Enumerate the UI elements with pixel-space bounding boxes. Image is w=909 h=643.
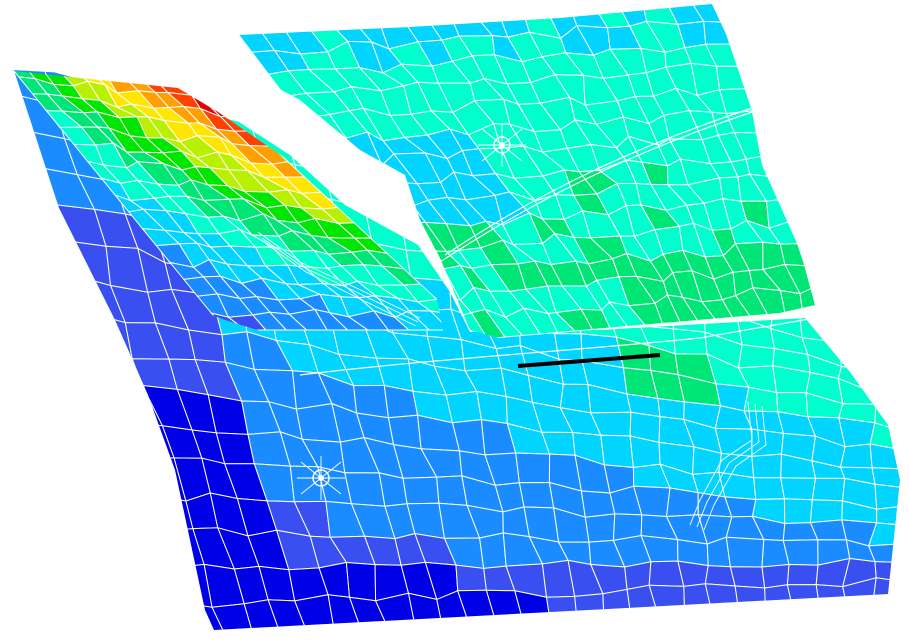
mesh-element — [782, 539, 819, 566]
mesh-element — [353, 164, 395, 190]
mesh-element — [871, 467, 900, 489]
mesh-element — [580, 490, 616, 518]
mesh-element — [476, 390, 508, 425]
mesh-element — [351, 184, 387, 213]
mesh-element — [867, 333, 900, 357]
mesh-element — [672, 328, 708, 355]
mesh-element — [334, 162, 376, 190]
mesh-element — [831, 280, 872, 308]
mesh-element — [545, 595, 578, 621]
mesh-element — [876, 505, 900, 526]
mesh-element — [68, 240, 112, 287]
mesh-element — [799, 287, 815, 313]
mesh-element — [5, 70, 37, 80]
mesh-element — [836, 325, 870, 354]
mesh-element — [665, 487, 699, 518]
mesh-element — [868, 290, 900, 320]
mesh-element — [677, 560, 709, 587]
mesh-element — [786, 563, 819, 586]
mesh-element — [704, 583, 740, 612]
mesh-element — [831, 302, 870, 336]
mesh-element — [839, 443, 873, 469]
mesh-element — [737, 344, 776, 369]
mesh-element — [745, 154, 776, 178]
mesh-element — [600, 434, 634, 469]
mesh-element — [867, 352, 900, 376]
bolt-hole-upper — [478, 123, 526, 167]
crack-line — [517, 353, 661, 368]
mesh-element — [798, 310, 843, 343]
mesh-element — [602, 588, 632, 618]
mesh-element — [811, 477, 846, 502]
mesh-element — [809, 499, 844, 524]
mesh-element — [584, 513, 616, 543]
mesh-element — [373, 181, 415, 213]
mesh-element — [874, 483, 900, 510]
mesh-element — [554, 333, 583, 362]
mesh-element — [718, 176, 742, 202]
mesh-element — [657, 397, 685, 420]
mesh-element — [518, 481, 555, 509]
mesh-element — [364, 179, 403, 224]
bolt-hole-lower-left — [297, 456, 345, 500]
mesh-element — [387, 414, 422, 450]
mesh-element — [345, 561, 377, 602]
mesh-element — [783, 498, 813, 525]
mesh-element — [729, 566, 766, 589]
upper-left-flap — [5, 70, 455, 331]
mesh-element — [869, 443, 900, 470]
stiffener-left — [257, 231, 421, 327]
mesh-element — [479, 532, 507, 569]
mesh-element — [872, 577, 900, 603]
mesh-element — [761, 563, 790, 589]
mesh-element — [815, 584, 847, 606]
mesh-element — [725, 536, 765, 568]
mesh-element — [317, 137, 355, 166]
mesh-element — [753, 477, 785, 501]
mesh-element — [838, 417, 876, 448]
mesh-element — [294, 594, 336, 630]
panel-seams — [299, 107, 816, 376]
mesh-element — [751, 453, 783, 479]
mesh-element — [445, 390, 482, 424]
mesh-element — [868, 371, 900, 395]
mesh-element — [574, 593, 605, 620]
mesh-element — [515, 452, 551, 484]
mesh-element — [455, 564, 487, 592]
mesh-element — [780, 477, 817, 501]
mesh-element — [867, 522, 900, 547]
mesh-element — [648, 584, 686, 615]
mesh-element — [734, 585, 766, 610]
stiffener-right — [689, 401, 767, 531]
mesh-element — [344, 472, 386, 507]
mesh-element — [751, 428, 784, 457]
mesh-element — [703, 20, 731, 45]
mesh-element — [779, 243, 806, 267]
mesh-element — [715, 65, 746, 91]
mesh-element — [786, 584, 820, 607]
mesh-element — [868, 305, 900, 339]
mesh-element — [402, 476, 440, 505]
